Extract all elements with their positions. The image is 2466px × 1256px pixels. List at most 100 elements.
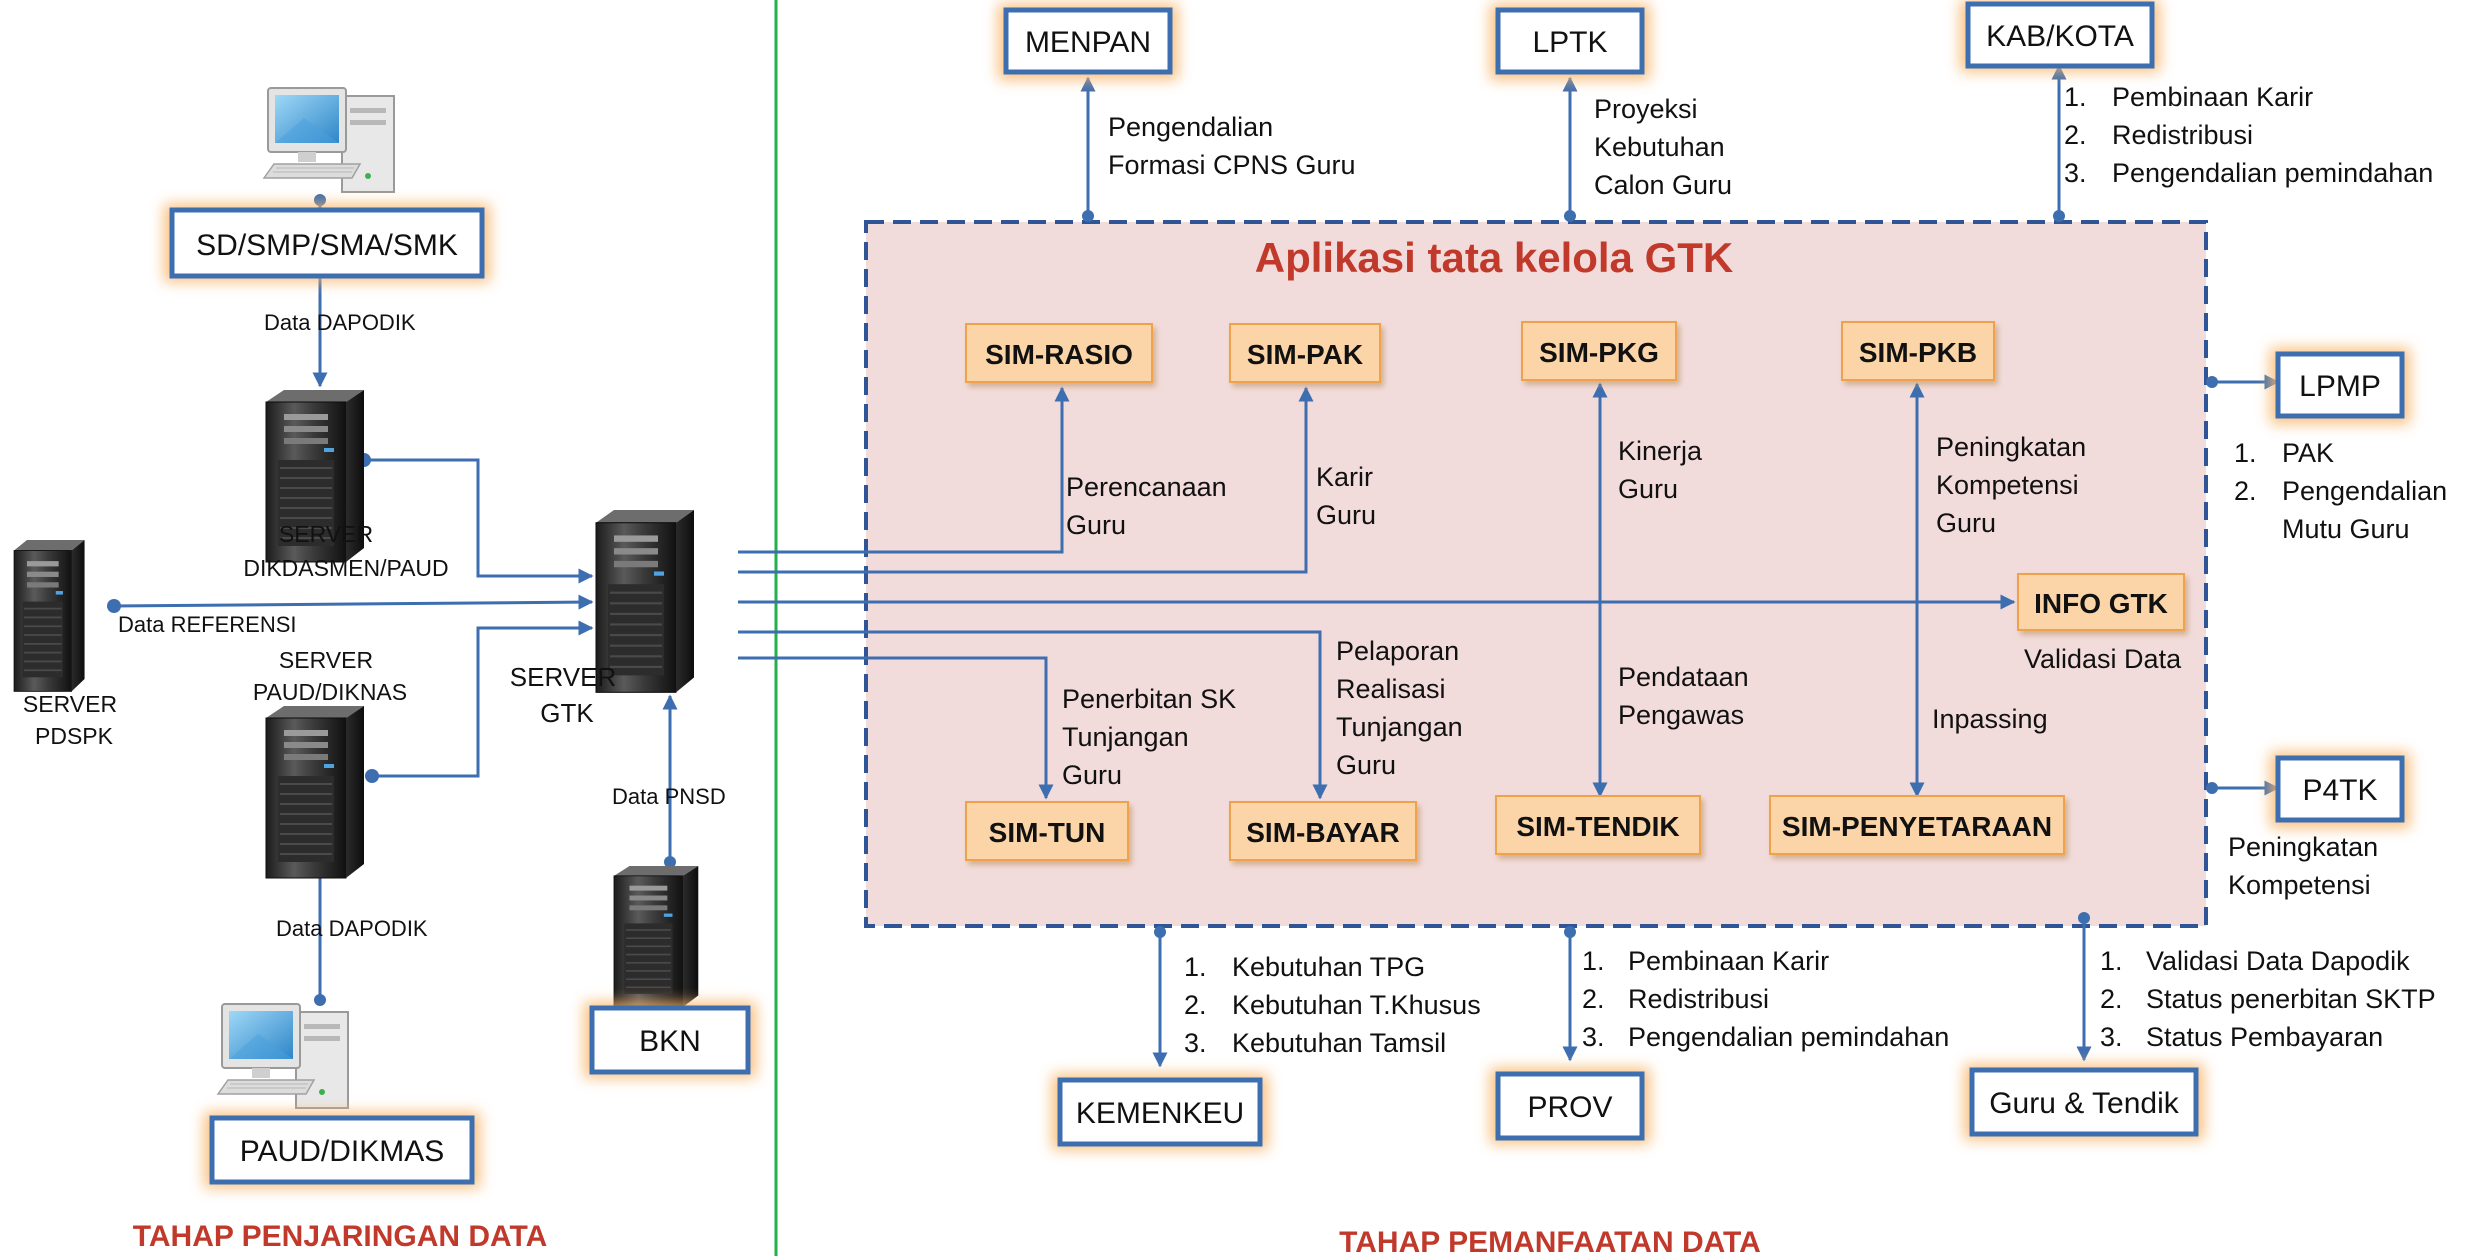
stage-left-title: TAHAP PENJARINGAN DATA bbox=[133, 1220, 547, 1253]
sim-tun-box: SIM-TUN bbox=[965, 801, 1129, 861]
server-captions: SERVER DIKDASMEN/PAUD SERVER PAUD/DIKNAS… bbox=[23, 521, 449, 749]
data-dapodik-top-label: Data DAPODIK bbox=[264, 310, 416, 335]
server-pdspk-caption-1: SERVER bbox=[23, 691, 117, 717]
kabkota-item-1: Pembinaan Karir bbox=[2112, 82, 2313, 112]
sim-rasio-label: SIM-RASIO bbox=[985, 339, 1133, 370]
entity-guru-tendik-label: Guru & Tendik bbox=[1989, 1087, 2180, 1120]
entity-guru-tendik: Guru & Tendik bbox=[1964, 1064, 2204, 1140]
perencanaan-line-1: Perencanaan bbox=[1066, 472, 1227, 502]
prov-item-2: Redistribusi bbox=[1628, 984, 1769, 1014]
validasi-data-label: Validasi Data bbox=[2024, 644, 2182, 674]
kemenkeu-num-3: 3. bbox=[1184, 1028, 1207, 1058]
pendataan-line-2: Pengawas bbox=[1618, 700, 1744, 730]
guru-item-2: Status penerbitan SKTP bbox=[2146, 984, 2436, 1014]
penerbitan-line-3: Guru bbox=[1062, 760, 1122, 790]
lptk-flow-line-2: Kebutuhan bbox=[1594, 132, 1725, 162]
kinerja-line-2: Guru bbox=[1618, 474, 1678, 504]
sim-bayar-box: SIM-BAYAR bbox=[1229, 801, 1417, 861]
lpmp-num-1: 1. bbox=[2234, 438, 2257, 468]
entity-lptk-label: LPTK bbox=[1532, 26, 1607, 59]
entity-kab-kota-label: KAB/KOTA bbox=[1986, 20, 2134, 53]
entity-kemenkeu-label: KEMENKEU bbox=[1076, 1097, 1244, 1130]
school-computer-icon bbox=[263, 87, 395, 193]
server-gtk-caption-1: SERVER bbox=[510, 662, 616, 692]
p4tk-flow-line-1: Peningkatan bbox=[2228, 832, 2378, 862]
lpmp-item-2: Pengendalian bbox=[2282, 476, 2447, 506]
server-dikdasmen-caption-2: DIKDASMEN/PAUD bbox=[243, 555, 448, 581]
sim-tun-label: SIM-TUN bbox=[989, 817, 1106, 848]
entity-lptk: LPTK bbox=[1490, 4, 1650, 80]
sim-pkg-box: SIM-PKG bbox=[1521, 321, 1677, 381]
left-flow-labels: Data DAPODIK Data REFERENSI Data DAPODIK… bbox=[118, 310, 726, 941]
kabkota-item-2: Redistribusi bbox=[2112, 120, 2253, 150]
lptk-flow-line-3: Calon Guru bbox=[1594, 170, 1732, 200]
sim-pak-label: SIM-PAK bbox=[1247, 339, 1363, 370]
entity-lpmp-label: LPMP bbox=[2299, 370, 2381, 403]
kemenkeu-num-1: 1. bbox=[1184, 952, 1207, 982]
right-flow-labels: Pengendalian Formasi CPNS Guru Proyeksi … bbox=[1062, 94, 2378, 900]
prov-item-3: Pengendalian pemindahan bbox=[1628, 1022, 1949, 1052]
perencanaan-line-2: Guru bbox=[1066, 510, 1126, 540]
app-title: Aplikasi tata kelola GTK bbox=[1255, 234, 1734, 281]
guru-num-1: 1. bbox=[2100, 946, 2123, 976]
entity-lpmp: LPMP bbox=[2270, 348, 2410, 424]
penerbitan-line-2: Tunjangan bbox=[1062, 722, 1189, 752]
server-dikdasmen-caption-1: SERVER bbox=[279, 521, 373, 547]
kabkota-num-1: 1. bbox=[2064, 82, 2087, 112]
guru-num-2: 2. bbox=[2100, 984, 2123, 1014]
karir-line-2: Guru bbox=[1316, 500, 1376, 530]
stage-titles: TAHAP PENJARINGAN DATA TAHAP PEMANFAATAN… bbox=[133, 1220, 1761, 1256]
server-pdspk-icon bbox=[13, 539, 86, 693]
entity-kab-kota: KAB/KOTA bbox=[1960, 0, 2160, 72]
prov-num-2: 2. bbox=[1582, 984, 1605, 1014]
entity-bkn-label: BKN bbox=[639, 1025, 701, 1058]
entity-menpan: MENPAN bbox=[998, 4, 1178, 80]
inpassing-label: Inpassing bbox=[1932, 704, 2048, 734]
kabkota-item-3: Pengendalian pemindahan bbox=[2112, 158, 2433, 188]
entity-prov: PROV bbox=[1490, 1068, 1650, 1144]
data-pnsd-label: Data PNSD bbox=[612, 784, 726, 809]
entity-kemenkeu: KEMENKEU bbox=[1052, 1074, 1268, 1150]
guru-num-3: 3. bbox=[2100, 1022, 2123, 1052]
sim-pkb-box: SIM-PKB bbox=[1841, 321, 1995, 381]
server-bkn-icon bbox=[613, 865, 700, 1008]
server-paud-diknas-icon bbox=[265, 705, 365, 879]
sim-rasio-box: SIM-RASIO bbox=[965, 323, 1153, 383]
paud-computer-icon bbox=[217, 1003, 349, 1109]
kabkota-num-3: 3. bbox=[2064, 158, 2087, 188]
kemenkeu-item-3: Kebutuhan Tamsil bbox=[1232, 1028, 1446, 1058]
info-gtk-label: INFO GTK bbox=[2034, 588, 2168, 619]
pelaporan-line-3: Tunjangan bbox=[1336, 712, 1463, 742]
kinerja-line-1: Kinerja bbox=[1618, 436, 1703, 466]
sim-pak-box: SIM-PAK bbox=[1229, 323, 1381, 383]
entity-p4tk: P4TK bbox=[2270, 752, 2410, 828]
peningkatan-guru-line-2: Kompetensi bbox=[1936, 470, 2079, 500]
lptk-flow-line-1: Proyeksi bbox=[1594, 94, 1698, 124]
sim-pkg-label: SIM-PKG bbox=[1539, 337, 1659, 368]
entity-menpan-label: MENPAN bbox=[1025, 26, 1151, 59]
lpmp-item-1: PAK bbox=[2282, 438, 2334, 468]
server-paud-diknas-caption-2: PAUD/DIKNAS bbox=[253, 679, 407, 705]
kemenkeu-num-2: 2. bbox=[1184, 990, 1207, 1020]
data-dapodik-bottom-label: Data DAPODIK bbox=[276, 916, 428, 941]
pendataan-line-1: Pendataan bbox=[1618, 662, 1749, 692]
sim-penyetaraan-label: SIM-PENYETARAAN bbox=[1782, 811, 2052, 842]
right-connectors bbox=[738, 64, 2280, 1068]
pelaporan-line-2: Realisasi bbox=[1336, 674, 1446, 704]
karir-line-1: Karir bbox=[1316, 462, 1373, 492]
guru-item-1: Validasi Data Dapodik bbox=[2146, 946, 2410, 976]
pelaporan-line-1: Pelaporan bbox=[1336, 636, 1459, 666]
entity-p4tk-label: P4TK bbox=[2302, 774, 2377, 807]
prov-num-1: 1. bbox=[1582, 946, 1605, 976]
numbered-lists: 1. Pembinaan Karir 2. Redistribusi 3. Pe… bbox=[1184, 82, 2447, 1058]
p4tk-flow-line-2: Kompetensi bbox=[2228, 870, 2371, 900]
sim-bayar-label: SIM-BAYAR bbox=[1246, 817, 1400, 848]
peningkatan-guru-line-1: Peningkatan bbox=[1936, 432, 2086, 462]
sim-pkb-label: SIM-PKB bbox=[1859, 337, 1977, 368]
peningkatan-guru-line-3: Guru bbox=[1936, 508, 1996, 538]
lpmp-num-2: 2. bbox=[2234, 476, 2257, 506]
entity-sd-smp-sma-smk: SD/SMP/SMA/SMK bbox=[164, 204, 490, 282]
pelaporan-line-4: Guru bbox=[1336, 750, 1396, 780]
server-pdspk-caption-2: PDSPK bbox=[35, 723, 114, 749]
data-referensi-label: Data REFERENSI bbox=[118, 612, 297, 637]
